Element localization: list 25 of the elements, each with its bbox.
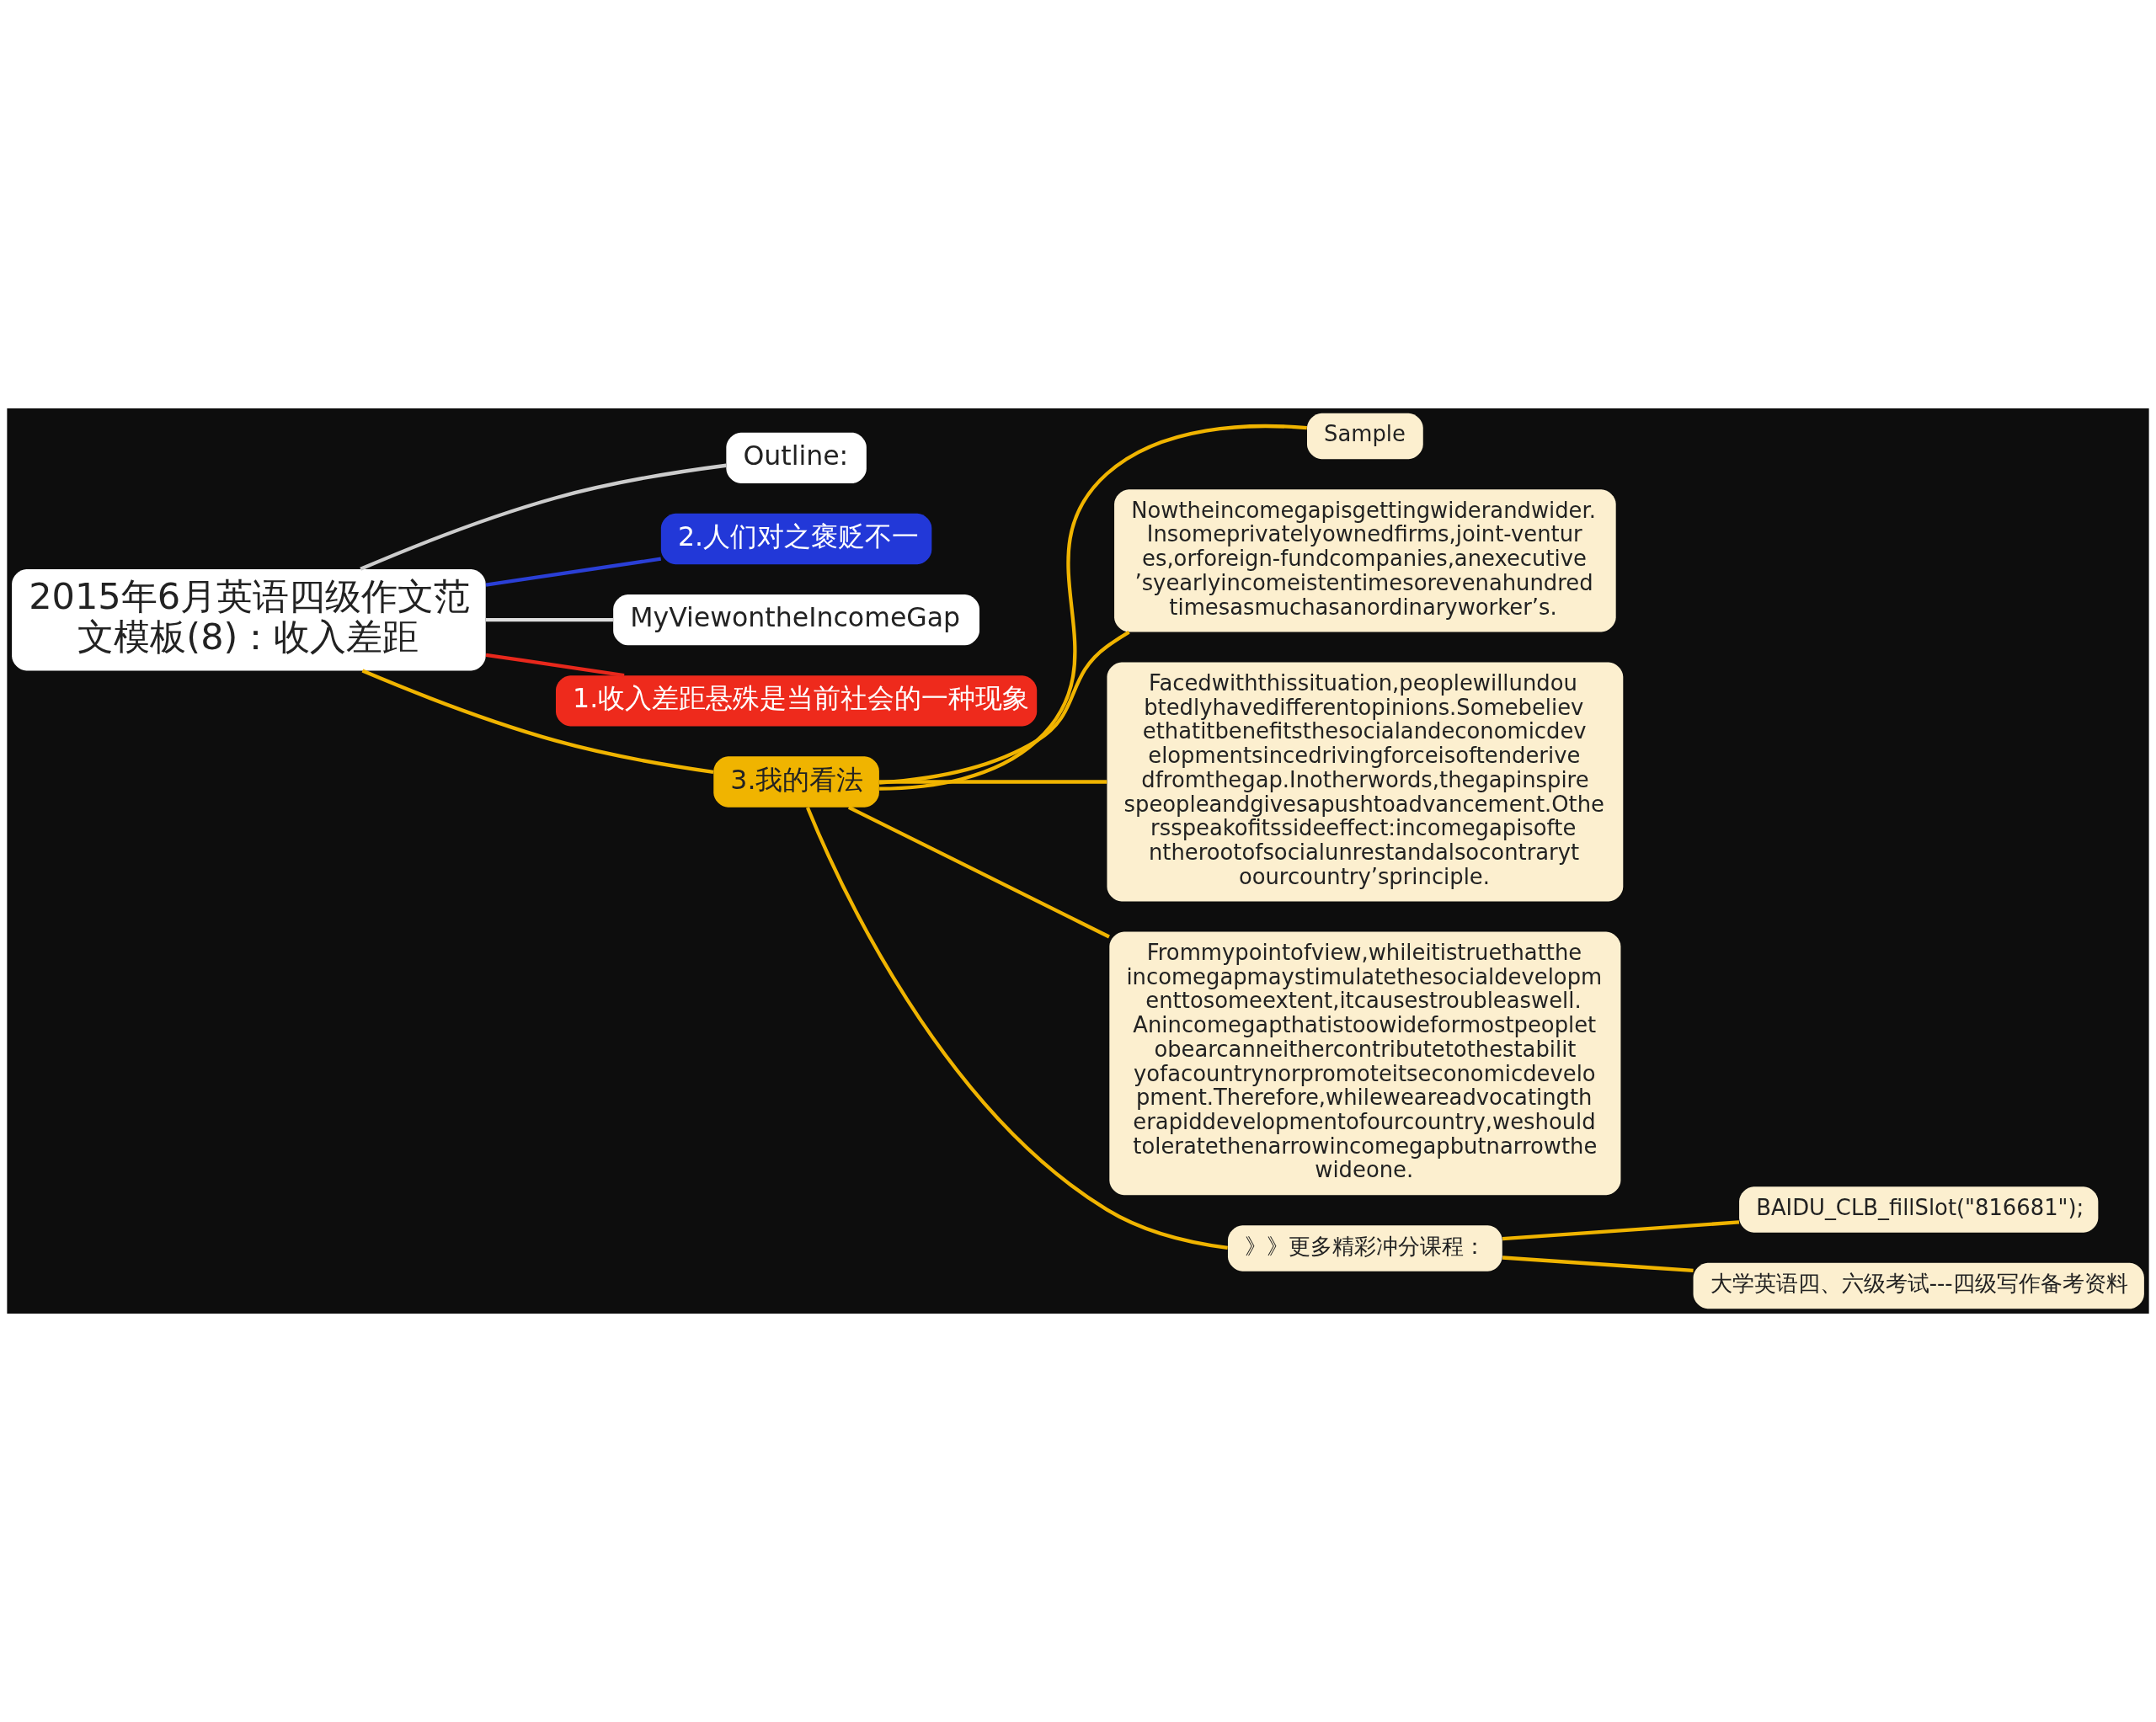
connector [485,653,625,678]
node-box: Outline: [726,432,867,483]
connector [879,424,1307,791]
connector [361,669,714,774]
connector [879,630,1130,785]
node-box: 3.我的看法 [713,756,879,808]
connector [360,463,727,571]
node-box: BAIDU_CLB_fillSlot("816681"); [1739,1186,2099,1233]
connector [1502,1220,1740,1241]
connector [1502,1256,1694,1273]
connector [805,807,1228,1250]
node-box: Frommypointofview,whileitistruethattheincomegapmaystimulatethesocialdevelopmenttosomeextent,itcausestroubleaswell.Anincomegapthatistoowideformostpeopletobearcanneithercontributetothestabilityofacountrynorpromoteitseconomicdevelopment.Therefore,whileweareadvocatingtherapiddevelopmentofourcountry,weshouldtoleratethenarrowincomegapbutnarrowthewideone. [1109,931,1621,1196]
node-box: 》》更多精彩冲分课程： [1227,1225,1502,1272]
node-box: 2015年6月英语四级作文范文模板(8)：收入差距 [12,568,486,671]
node-box: MyViewontheIncomeGap [613,594,980,646]
connector [879,780,1107,784]
connector [486,618,613,622]
node-box: Sample [1307,413,1423,460]
connector [485,557,662,587]
node-box: Facedwiththissituation,peoplewillundoubtedlyhavedifferentopinions.Somebelievethatitbenefitsthesocialandeconomicdevelopmentsincedrivingforceisoftenderivedfromthegap.Inotherwords,thegapinspirespeopleandgivesapushtoadvancement.Othersspeakofitssideeffect:incomegapisoftentherootofsocialunrestandalsocontrarytoourcountry’sprinciple. [1107,662,1624,902]
node-box: 大学英语四、六级考试---四级写作备考资料 [1693,1262,2144,1309]
node-box: 2.人们对之褒贬不一 [660,513,932,565]
node-box: Nowtheincomegapisgettingwiderandwider.Insomeprivatelyownedfirms,joint-ventures,orforeign-fundcompanies,anexecutive’syearlyincomeistentimesorevenahundredtimesasmuchasanordinaryworker’s. [1114,489,1616,632]
connector [847,805,1110,939]
node-box: 1.收入差距悬殊是当前社会的一种现象 [555,675,1038,727]
